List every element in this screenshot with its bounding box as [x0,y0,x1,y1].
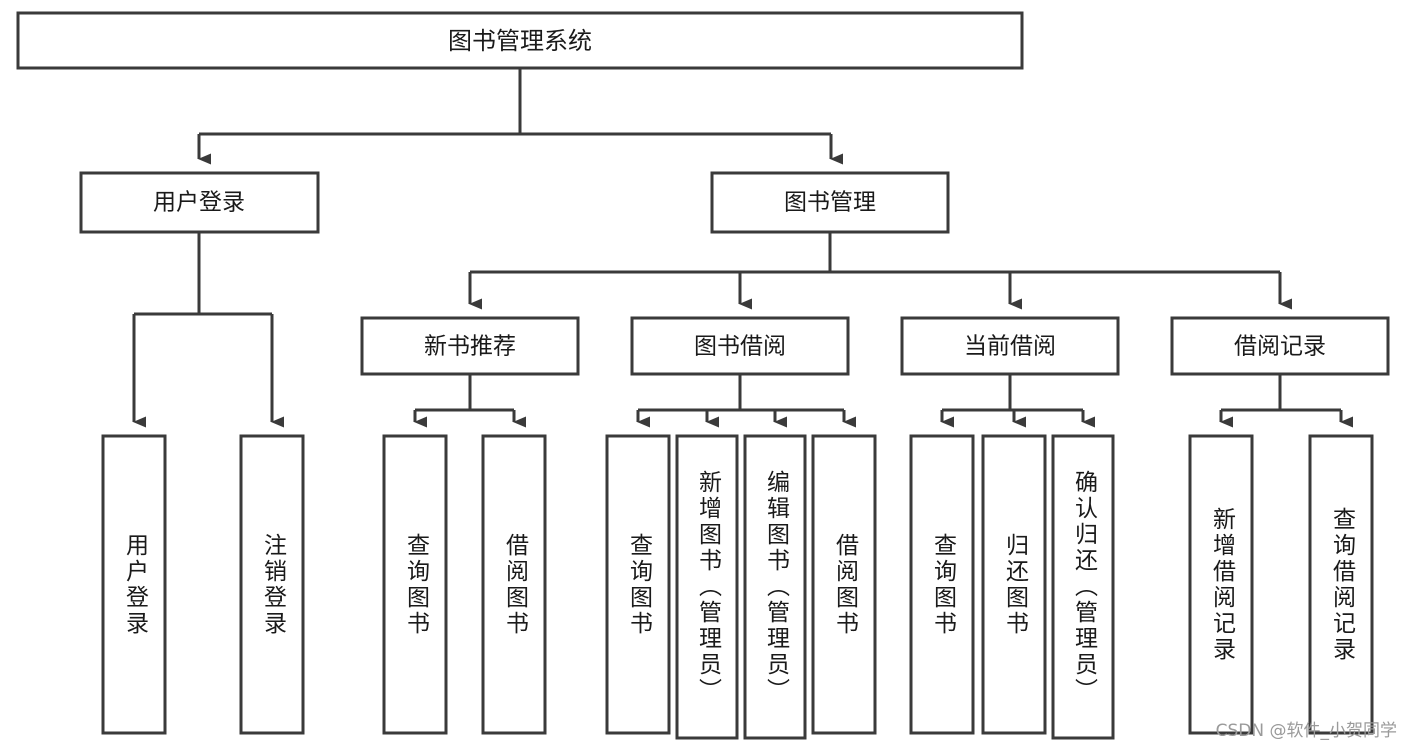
connector-group-records [1219,374,1353,428]
node-current-borrow-box[interactable] [900,316,1120,376]
leaf-node[interactable]: 归还图书 [981,434,1047,735]
leaf-borrow-book-newbook-label: 借阅图书 [502,533,530,637]
node-user-login-box[interactable] [79,171,320,234]
node-root-label: 图书管理系统 [448,27,592,55]
leaf-logout-box[interactable] [239,434,305,735]
leaf-node[interactable]: 新增借阅记录 [1188,434,1254,735]
leaf-node[interactable]: 注销登录 [239,434,305,735]
node-book-management-label: 图书管理 [784,190,876,216]
leaf-node[interactable]: 查询图书 [382,434,448,735]
node-borrow-records-label: 借阅记录 [1234,334,1326,360]
node-book-management[interactable]: 图书管理 [710,171,950,234]
node-borrow-records[interactable]: 借阅记录 [1170,316,1390,376]
leaf-user-login-box[interactable] [101,434,167,735]
leaf-query-book-borrow-box[interactable] [605,434,671,735]
leaf-confirm-return-admin-box[interactable] [1051,434,1115,740]
connector-group-borrow [636,374,856,428]
leaf-confirm-return-admin-label: 确认归还（管理员） [1071,470,1099,704]
leaf-query-borrow-record-box[interactable] [1308,434,1374,735]
leaf-node[interactable]: 查询图书 [909,434,975,735]
leaf-edit-book-admin-label: 编辑图书（管理员） [763,470,791,704]
leaf-node[interactable]: 借阅图书 [811,434,877,735]
leaf-node[interactable]: 确认归还（管理员） [1051,434,1115,740]
leaf-query-borrow-record-label: 查询借阅记录 [1329,507,1357,663]
node-root[interactable]: 图书管理系统 [16,11,1024,70]
node-book-borrow-label: 图书借阅 [694,334,786,360]
node-current-borrow-label: 当前借阅 [964,334,1056,360]
leaf-query-book-borrow-label: 查询图书 [626,533,654,637]
leaf-add-borrow-record-label: 新增借阅记录 [1209,507,1237,663]
node-new-book-recommend-label: 新书推荐 [424,334,516,360]
leaf-query-book-current-label: 查询图书 [930,533,958,637]
leaf-node[interactable]: 新增图书（管理员） [675,434,739,740]
node-book-management-box[interactable] [710,171,950,234]
node-borrow-records-box[interactable] [1170,316,1390,376]
node-new-book-recommend-box[interactable] [360,316,580,376]
leaf-query-book-current-box[interactable] [909,434,975,735]
leaf-add-book-admin-label: 新增图书（管理员） [695,470,723,704]
node-user-login-label: 用户登录 [153,190,245,216]
leaf-user-login-label: 用户登录 [122,533,150,637]
leaf-edit-book-admin-box[interactable] [743,434,807,740]
node-current-borrow[interactable]: 当前借阅 [900,316,1120,376]
leaf-query-book-newbook-box[interactable] [382,434,448,735]
leaf-return-book-box[interactable] [981,434,1047,735]
leaf-logout-label: 注销登录 [260,533,288,637]
leaf-node[interactable]: 查询借阅记录 [1308,434,1374,735]
connector-group-current [940,374,1095,428]
leaf-borrow-book-newbook-box[interactable] [481,434,547,735]
leaf-query-book-newbook-label: 查询图书 [403,533,431,637]
leaf-node[interactable]: 编辑图书（管理员） [743,434,807,740]
connector-group-user-login [132,232,284,428]
connector-group-book-mgmt [468,232,1292,310]
leaf-node[interactable]: 用户登录 [101,434,167,735]
leaf-add-borrow-record-box[interactable] [1188,434,1254,735]
node-user-login[interactable]: 用户登录 [79,171,320,234]
node-book-borrow-box[interactable] [630,316,850,376]
node-book-borrow[interactable]: 图书借阅 [630,316,850,376]
leaf-return-book-label: 归还图书 [1002,533,1030,637]
node-root-box[interactable] [16,11,1024,70]
leaf-borrow-book-label: 借阅图书 [832,533,860,637]
leaf-borrow-book-box[interactable] [811,434,877,735]
leaf-node[interactable]: 借阅图书 [481,434,547,735]
node-new-book-recommend[interactable]: 新书推荐 [360,316,580,376]
connector-group-root [197,68,843,165]
connector-group-new-book [413,374,526,428]
leaf-node[interactable]: 查询图书 [605,434,671,735]
leaf-add-book-admin-box[interactable] [675,434,739,740]
